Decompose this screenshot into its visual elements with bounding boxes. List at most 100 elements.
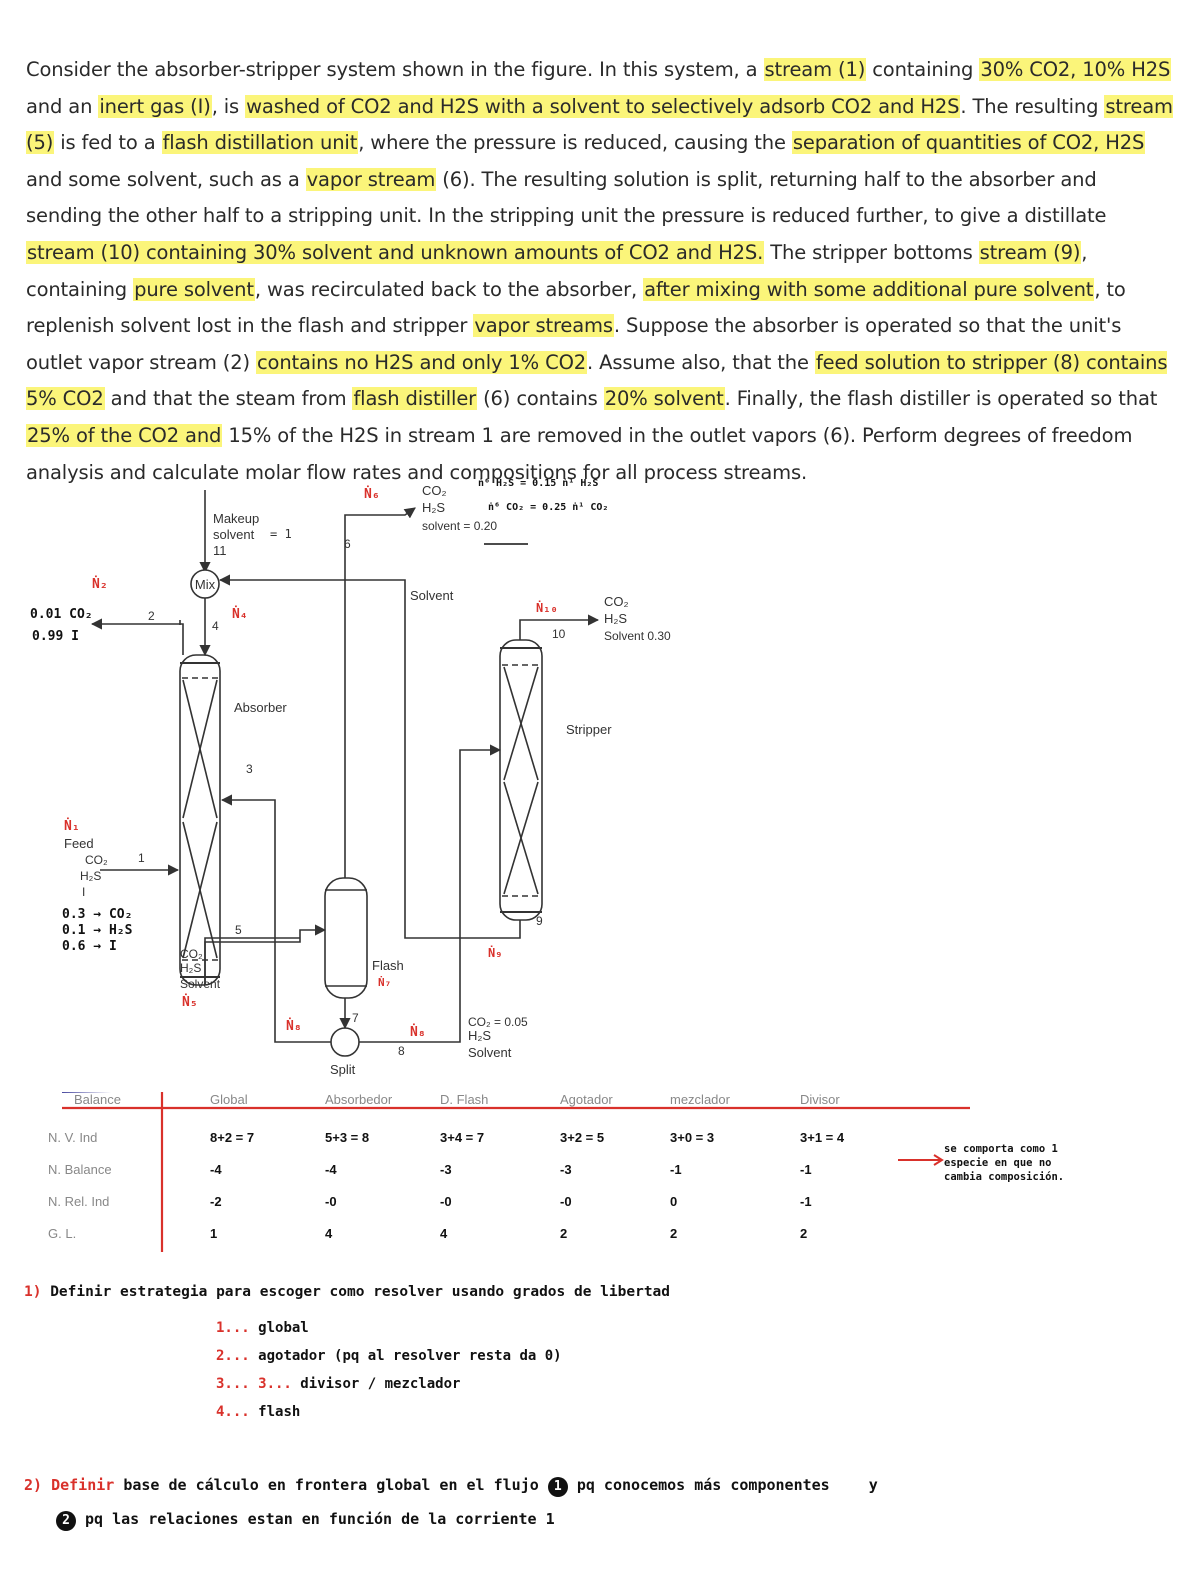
q2-text-b: pq conocemos más componentes — [576, 1476, 830, 1494]
question-1: 1) Definir estrategia para escoger como … — [24, 1284, 670, 1300]
problem-text: . Assume also, that the — [587, 350, 815, 374]
problem-text: (6) contains — [477, 387, 604, 411]
highlighted-phrase: stream (10) containing 30% solvent and u… — [26, 240, 765, 264]
s5-solvent: Solvent — [180, 977, 221, 991]
q1-number: 1) — [24, 1284, 42, 1300]
highlighted-phrase: pure solvent — [133, 277, 255, 301]
hw-s2-co2: 0.01 CO₂ — [30, 607, 93, 622]
highlighted-phrase: 20% solvent — [603, 387, 725, 411]
dof-cell: -3 — [560, 1162, 572, 1177]
hw-n1: Ṅ₁ — [64, 818, 80, 834]
split-label: Split — [330, 1062, 356, 1077]
highlighted-phrase: after mixing with some additional pure s… — [643, 277, 1095, 301]
dof-row-label: N. Rel. Ind — [48, 1194, 109, 1209]
highlighted-phrase: vapor stream — [305, 167, 437, 191]
stream-2-circle: 2 — [56, 1511, 76, 1531]
hw-n10: Ṅ₁₀ — [536, 600, 558, 615]
s10-h2s: H₂S — [604, 611, 627, 626]
dof-cell: -0 — [440, 1194, 452, 1209]
dof-cell: 4 — [325, 1226, 333, 1241]
stream-1-number: 1 — [138, 851, 145, 865]
stream-6-number: 6 — [344, 537, 351, 551]
makeup-label-1: Makeup — [213, 511, 259, 526]
hw-n5: Ṅ₅ — [182, 994, 198, 1010]
problem-text: containing — [866, 58, 980, 81]
absorber-column — [179, 654, 221, 986]
hw-n2: Ṅ₂ — [92, 576, 108, 592]
dof-header-cell: Global — [210, 1092, 248, 1107]
problem-text: The stripper bottoms — [764, 240, 979, 264]
dof-row-label: G. L. — [48, 1226, 76, 1241]
s8-co2: CO₂ = 0.05 — [468, 1015, 528, 1029]
dof-cell: 2 — [670, 1226, 677, 1241]
highlighted-phrase: contains no H2S and only 1% CO2 — [255, 350, 588, 374]
hw-n6-co2: ṅ⁶ CO₂ = 0.25 ṅ¹ CO₂ — [488, 502, 608, 513]
dof-cell: -2 — [210, 1194, 222, 1209]
s6-solvent: solvent = 0.20 — [422, 519, 497, 533]
problem-text: , containing — [26, 240, 1088, 301]
feed-inert: I — [82, 885, 85, 899]
dof-cell: 3+4 = 7 — [440, 1130, 484, 1145]
stripper-column — [499, 639, 543, 921]
dof-cell: -4 — [210, 1162, 222, 1177]
stream-7-number: 7 — [352, 1011, 359, 1025]
stream-1-circle: 1 — [547, 1477, 568, 1497]
problem-text: . Suppose the absorber is operated so th… — [26, 314, 1122, 374]
highlighted-phrase: inert gas (I) — [98, 94, 212, 118]
hw-n8-right: Ṅ₈ — [410, 1024, 426, 1040]
mix-label: Mix — [195, 577, 216, 592]
dof-header-cell: Divisor — [800, 1092, 840, 1107]
hw-s1-inert: 0.6 → I — [62, 939, 117, 954]
hw-n4: Ṅ₄ — [232, 606, 248, 622]
dof-note: se comporta como 1 especie en que no cam… — [944, 1143, 1065, 1183]
q1-item-3: 3... 3... divisor / mezclador — [216, 1376, 461, 1392]
stripper-label: Stripper — [566, 722, 612, 737]
hw-n6: Ṅ₆ — [364, 486, 380, 502]
makeup-label-2: solvent — [213, 527, 255, 542]
s6-h2s: H₂S — [422, 500, 445, 515]
dof-row-label: N. Balance — [48, 1162, 112, 1177]
dof-cell: -1 — [800, 1194, 812, 1209]
highlighted-phrase: washed of CO2 and H2S with a solvent to … — [245, 94, 961, 118]
flash-label: Flash — [372, 958, 404, 973]
highlighted-phrase: 25% of the CO2 and — [26, 423, 223, 447]
stream-2-number: 2 — [148, 609, 155, 623]
highlighted-phrase: stream (9) — [978, 240, 1082, 264]
dof-cell: 5+3 = 8 — [325, 1130, 369, 1145]
absorber-label: Absorber — [234, 700, 287, 715]
dof-header-cell: Balance — [74, 1092, 121, 1107]
stream-8-number: 8 — [398, 1044, 405, 1058]
mix-node — [190, 569, 220, 599]
feed-h2s: H₂S — [80, 869, 101, 883]
feed-co2: CO₂ — [85, 853, 108, 867]
q1-list: 1... global 2... agotador (pq al resolve… — [216, 1314, 562, 1426]
solvent-recycle-label: Solvent — [410, 588, 454, 603]
problem-text: . Finally, the flash distiller is operat… — [724, 387, 1158, 411]
stream-9-number: 9 — [536, 914, 543, 928]
dof-cell: 4 — [440, 1226, 448, 1241]
dof-cell: -3 — [440, 1162, 452, 1177]
dof-header-cell: D. Flash — [440, 1092, 488, 1107]
feed-label: Feed — [64, 836, 94, 851]
highlighted-phrase: separation of quantities of CO2, H2S — [791, 131, 1146, 155]
dof-header-cell: Absorbedor — [325, 1092, 393, 1107]
makeup-stream-number: 11 — [213, 543, 227, 558]
stream-4-number: 4 — [212, 619, 219, 633]
dof-cell: -0 — [560, 1194, 572, 1209]
hw-s1-h2s: 0.1 → H₂S — [62, 923, 133, 938]
problem-text: and an — [26, 94, 99, 118]
dof-cell: 2 — [800, 1226, 807, 1241]
s6-co2: CO₂ — [422, 483, 447, 498]
problem-text: , is — [211, 94, 246, 118]
flash-drum — [324, 877, 368, 999]
q1-text: Definir estrategia para escoger como res… — [50, 1284, 671, 1300]
highlighted-phrase: flash distiller — [352, 387, 478, 411]
q2-verb: Definir — [51, 1476, 115, 1494]
stream-3-number: 3 — [246, 762, 253, 776]
s8-h2s: H₂S — [468, 1028, 491, 1043]
q2-y: y — [868, 1476, 878, 1494]
hw-n8-left: Ṅ₈ — [286, 1018, 302, 1034]
problem-text: 15% of the H2S in stream 1 are removed i… — [26, 423, 1133, 484]
dof-cell: 3+2 = 5 — [560, 1130, 604, 1145]
